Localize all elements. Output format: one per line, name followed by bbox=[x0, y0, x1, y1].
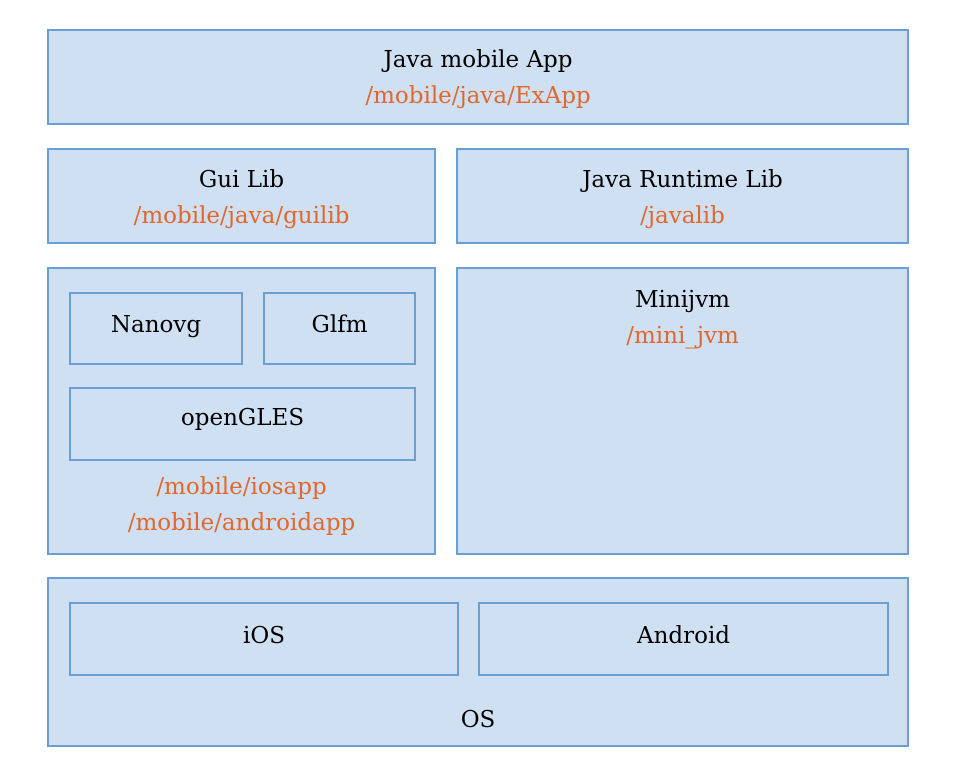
java-runtime-lib-block: Java Runtime Lib /javalib bbox=[456, 148, 909, 244]
minijvm-block: Minijvm /mini_jvm bbox=[456, 267, 909, 555]
opengles-label: openGLES bbox=[180, 405, 305, 431]
java-runtime-lib-title: Java Runtime Lib bbox=[582, 167, 783, 193]
gui-lib-title: Gui Lib bbox=[198, 167, 285, 193]
minijvm-title: Minijvm bbox=[634, 287, 730, 313]
gui-lib-block: Gui Lib /mobile/java/guilib bbox=[47, 148, 436, 244]
android-app-path: /mobile/androidapp bbox=[127, 510, 356, 536]
os-title: OS bbox=[460, 707, 496, 733]
java-mobile-app-block: Java mobile App /mobile/java/ExApp bbox=[47, 29, 909, 125]
android-label: Android bbox=[636, 623, 731, 649]
ios-label: iOS bbox=[243, 623, 285, 649]
opengles-block: openGLES bbox=[69, 387, 416, 461]
ios-block: iOS bbox=[69, 602, 459, 676]
nanovg-block: Nanovg bbox=[69, 292, 243, 365]
java-runtime-lib-path: /javalib bbox=[640, 203, 725, 229]
minijvm-path: /mini_jvm bbox=[626, 323, 739, 349]
graphics-block: Nanovg Glfm openGLES /mobile/iosapp /mob… bbox=[47, 267, 436, 555]
os-block: iOS Android OS bbox=[47, 577, 909, 747]
gui-lib-path: /mobile/java/guilib bbox=[133, 203, 350, 229]
java-mobile-app-title: Java mobile App bbox=[383, 47, 573, 73]
nanovg-label: Nanovg bbox=[110, 312, 202, 338]
ios-app-path: /mobile/iosapp bbox=[156, 474, 327, 500]
android-block: Android bbox=[478, 602, 889, 676]
java-mobile-app-path: /mobile/java/ExApp bbox=[365, 83, 591, 109]
glfm-label: Glfm bbox=[311, 312, 368, 338]
glfm-block: Glfm bbox=[263, 292, 416, 365]
